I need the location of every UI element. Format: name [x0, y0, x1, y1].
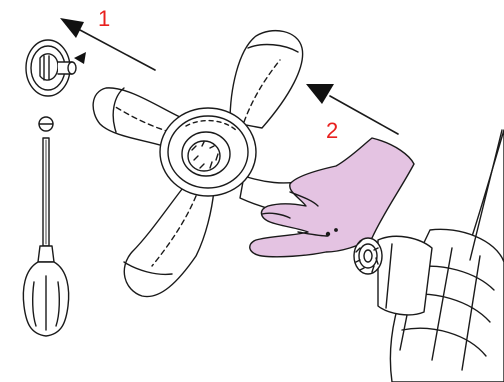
removal-arrow-icon — [306, 84, 399, 135]
step-number-2: 2 — [326, 118, 338, 143]
valve-spindle-icon — [353, 129, 504, 382]
screw-cap-icon — [25, 39, 77, 97]
cap-pull-arrow-icon — [74, 52, 86, 64]
step-number-1: 1 — [98, 6, 110, 31]
hand-icon — [249, 137, 415, 258]
removal-arrow-icon — [60, 18, 156, 71]
screwdriver-icon — [22, 116, 70, 337]
